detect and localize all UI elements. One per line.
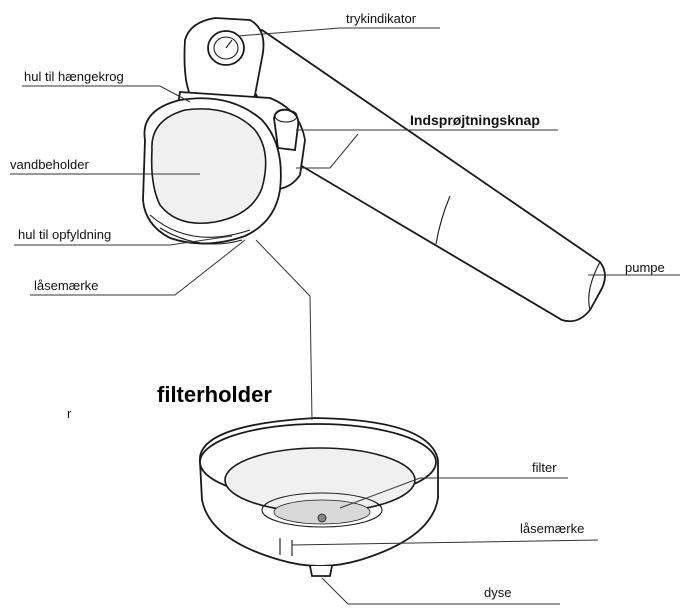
tank-base-ring: [149, 214, 251, 238]
pressure-gauge-needle: [225, 39, 233, 49]
leader-laasemaerke-bottom: [291, 539, 599, 546]
label-laasemaerke-top: låsemærke: [34, 278, 99, 293]
tank-base-ring-2: [159, 227, 243, 245]
label-filter: filter: [532, 460, 557, 475]
filter-holder: [199, 417, 439, 577]
label-laasemaerke-bottom: låsemærke: [520, 521, 585, 536]
stray-letter: r: [67, 406, 72, 421]
label-hul-haengekrog: hul til hængekrog: [24, 69, 124, 84]
injection-button-top: [274, 109, 298, 123]
leader-opfyldning: [14, 235, 233, 246]
pump-arm: [220, 29, 606, 323]
filter-holder-lock-notch: [279, 538, 293, 556]
pump-segment-line: [435, 195, 451, 245]
label-indsproejtningsknap: Indsprøjtningsknap: [410, 112, 540, 128]
leader-laasemaerke-top: [30, 239, 246, 296]
leader-trykindikator: [237, 27, 341, 37]
leader-haengekrog: [22, 85, 191, 103]
label-vandbeholder: vandbeholder: [10, 157, 89, 172]
leader-filterholder: [255, 239, 313, 421]
leader-pump-seam: [296, 133, 359, 169]
water-tank-dome: [150, 108, 267, 224]
label-dyse: dyse: [484, 585, 512, 600]
leader-filter: [339, 477, 568, 509]
label-filterholder: filterholder: [157, 382, 272, 407]
injection-button: [273, 108, 300, 151]
leader-lines: [10, 27, 680, 605]
label-trykindikator: trykindikator: [346, 11, 417, 26]
label-hul-opfyldning: hul til opfyldning: [18, 227, 112, 242]
filter-basket: [261, 492, 383, 528]
nozzle: [309, 565, 333, 577]
leader-dyse: [321, 577, 560, 605]
filter-center: [317, 513, 327, 523]
pump-end-cap: [588, 261, 601, 311]
pressure-gauge-face: [213, 36, 239, 60]
espresso-device: [142, 17, 606, 323]
label-pumpe: pumpe: [625, 260, 665, 275]
